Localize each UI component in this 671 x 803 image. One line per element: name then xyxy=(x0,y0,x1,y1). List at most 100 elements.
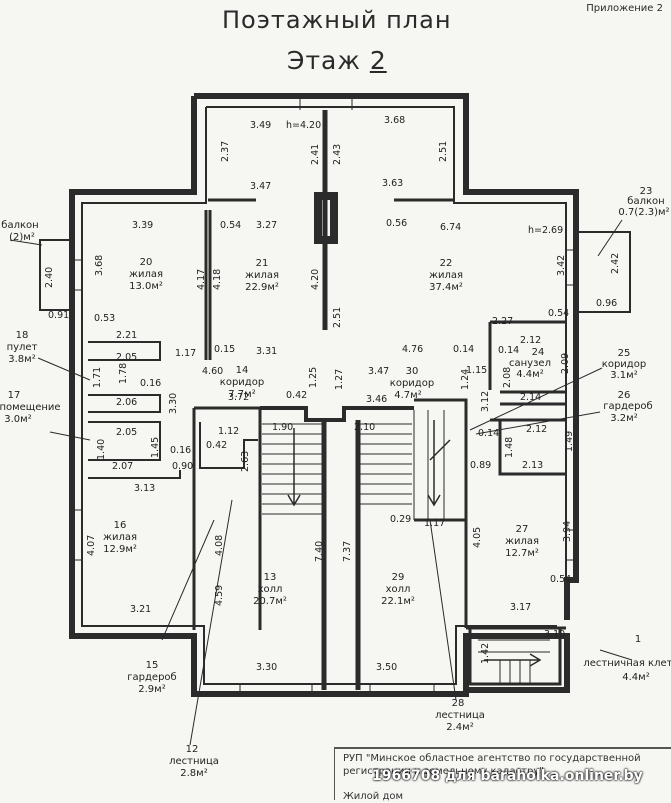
dimension-label: 0.14 xyxy=(478,428,499,439)
dimension-label: 0.56 xyxy=(386,218,407,229)
room-17-num: 17 xyxy=(8,390,21,401)
dimension-label: 2.14 xyxy=(520,392,541,403)
title-block-stamp: РУП "Минское областное агентство по госу… xyxy=(334,747,671,802)
room-28-num: 28 xyxy=(452,698,465,709)
dimension-label: 1.15 xyxy=(466,365,487,376)
room-30-name: коридор xyxy=(390,378,434,389)
dimension-label: 3.21 xyxy=(130,604,151,615)
room-labels: 20 жилая 13.0м² 21 жилая 22.9м² 22 жилая… xyxy=(0,186,671,779)
dimension-label: 1.49 xyxy=(564,431,575,452)
room-20-num: 20 xyxy=(140,257,153,268)
room-20-name: жилая xyxy=(129,269,163,280)
dimension-label: 3.27 xyxy=(256,220,277,231)
dimension-label: 3.17 xyxy=(510,602,531,613)
dimension-label: 2.27 xyxy=(492,316,513,327)
dimension-label: 0.53 xyxy=(94,313,115,324)
dimension-label: 0.90 xyxy=(172,461,193,472)
room-22-area: 37.4м² xyxy=(429,282,463,293)
dimension-label: 4.08 xyxy=(214,535,225,556)
dimension-label: 4.60 xyxy=(202,366,223,377)
dimension-label: 2.12 xyxy=(526,424,547,435)
dimension-label: 7.37 xyxy=(342,541,353,562)
dimension-label: 4.17 xyxy=(196,269,207,290)
room-14-num: 14 xyxy=(236,365,249,376)
stamp-line-1: РУП "Минское областное агентство по госу… xyxy=(343,753,641,764)
dimension-label: 3.47 xyxy=(368,366,389,377)
dimension-label: 0.14 xyxy=(453,344,474,355)
dimension-label: 0.16 xyxy=(170,445,191,456)
room-25-area: 3.1м² xyxy=(610,370,637,381)
room-29-area: 22.1м² xyxy=(381,596,415,607)
room-12-num: 12 xyxy=(186,744,199,755)
room-25-num: 25 xyxy=(618,348,631,359)
floor-label: Этаж 2 xyxy=(287,46,387,75)
dimension-label: 1.12 xyxy=(218,426,239,437)
room-23-num: 23 xyxy=(640,186,653,197)
room-30-num: 30 xyxy=(406,366,419,377)
dimension-label: 0.91 xyxy=(48,310,69,321)
dimension-label: 2.51 xyxy=(438,141,449,162)
dimension-label: 2.12 xyxy=(520,335,541,346)
dimension-label: 1.17 xyxy=(175,348,196,359)
room-29-name: холл xyxy=(386,584,411,595)
room-12-name: лестница xyxy=(169,756,219,767)
dimension-label: 1.45 xyxy=(150,437,161,458)
room-24-num: 24 xyxy=(532,347,545,358)
room-29-num: 29 xyxy=(392,572,405,583)
room-1-num: 1 xyxy=(635,634,641,645)
dimension-label: 4.18 xyxy=(212,269,223,290)
dimension-label: 0.15 xyxy=(214,344,235,355)
dimension-label: 3.31 xyxy=(256,346,277,357)
dimension-label: 7.40 xyxy=(314,541,325,562)
room-17-name: помещение xyxy=(0,402,61,413)
dimension-label: 0.54 xyxy=(220,220,241,231)
floor-word: Этаж xyxy=(287,46,361,75)
room-22-name: жилая xyxy=(429,270,463,281)
dimension-label: 4.05 xyxy=(472,527,483,548)
dimension-label: 3.68 xyxy=(384,115,405,126)
room-balcony-left-name: балкон xyxy=(1,220,38,231)
dimension-label: 3.47 xyxy=(250,181,271,192)
dimension-label: 2.05 xyxy=(116,352,137,363)
dimension-label: 2.40 xyxy=(44,267,55,288)
room-18-name: пулет xyxy=(7,342,38,353)
dimension-label: 2.63 xyxy=(240,451,251,472)
dimension-label: 6.74 xyxy=(440,222,461,233)
dimension-label: h=2.69 xyxy=(528,225,563,236)
floor-number: 2 xyxy=(369,46,387,75)
dimension-label: 2.37 xyxy=(220,141,231,162)
dimension-label: 3.63 xyxy=(382,178,403,189)
dimension-label: 0.14 xyxy=(498,345,519,356)
dimension-label: 3.72 xyxy=(228,392,249,403)
dimension-label: 1.24 xyxy=(460,369,471,390)
dimension-label: 3.50 xyxy=(376,662,397,673)
room-21-area: 22.9м² xyxy=(245,282,279,293)
dimension-label: 2.42 xyxy=(610,253,621,274)
room-21-num: 21 xyxy=(256,258,269,269)
room-1-name: лестничная клетка xyxy=(583,658,671,669)
room-25-name: коридор xyxy=(602,359,646,370)
room-27-area: 12.7м² xyxy=(505,548,539,559)
room-22-num: 22 xyxy=(440,258,453,269)
dimension-label: 1.42 xyxy=(480,643,491,664)
dimension-label: 0.54 xyxy=(548,308,569,319)
room-12-area: 2.8м² xyxy=(180,768,207,779)
walls xyxy=(9,93,633,746)
dimension-label: 4.59 xyxy=(214,585,225,606)
dimension-label: 3.49 xyxy=(250,120,271,131)
room-27-num: 27 xyxy=(516,524,529,535)
dimension-label: h=4.20 xyxy=(286,120,321,131)
dimension-label: 3.13 xyxy=(134,483,155,494)
dimension-label: 2.43 xyxy=(332,144,343,165)
dimension-label: 4.07 xyxy=(86,535,97,556)
dimension-label: 1.90 xyxy=(272,422,293,433)
room-30-area: 4.7м² xyxy=(394,390,421,401)
dimension-label: 3.12 xyxy=(480,391,491,412)
dimension-label: 3.10 xyxy=(544,629,565,640)
room-28-name: лестница xyxy=(435,710,485,721)
dimension-label: 2.21 xyxy=(116,330,137,341)
room-23-name: балкон xyxy=(627,196,664,207)
room-16-name: жилая xyxy=(103,532,137,543)
room-13-num: 13 xyxy=(264,572,277,583)
